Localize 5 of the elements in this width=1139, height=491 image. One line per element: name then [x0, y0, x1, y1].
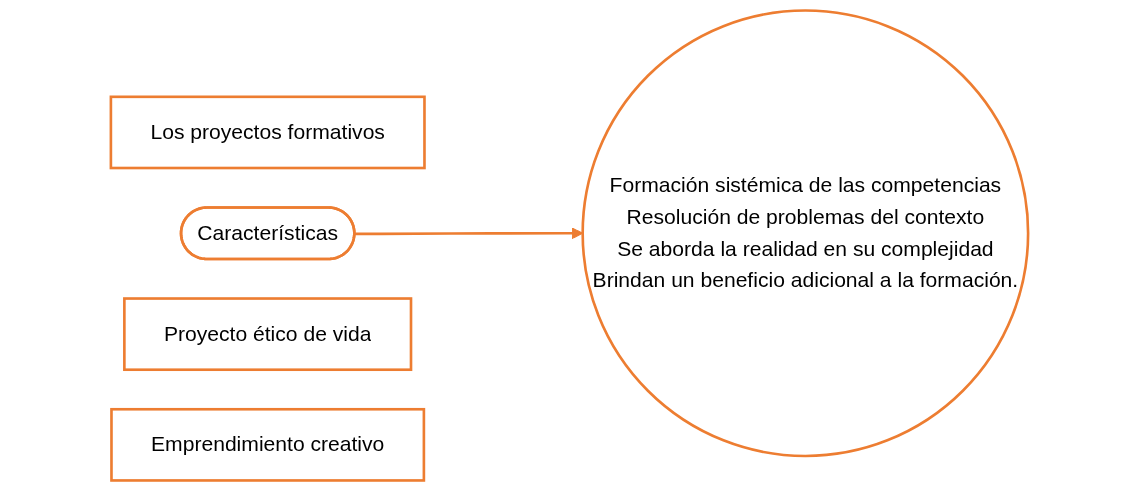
node-box: Proyecto ético de vida	[123, 297, 413, 372]
arrow	[354, 227, 584, 240]
node-circle: Formación sistémica de las competencias Resolución de problemas del contexto Se aborda la realidad en su complejidad Brindan un beneficio adicional a la formación.	[581, 9, 1030, 458]
node-box: Los proyectos formativos	[109, 95, 426, 170]
node-box: Emprendimiento creativo	[110, 407, 426, 482]
